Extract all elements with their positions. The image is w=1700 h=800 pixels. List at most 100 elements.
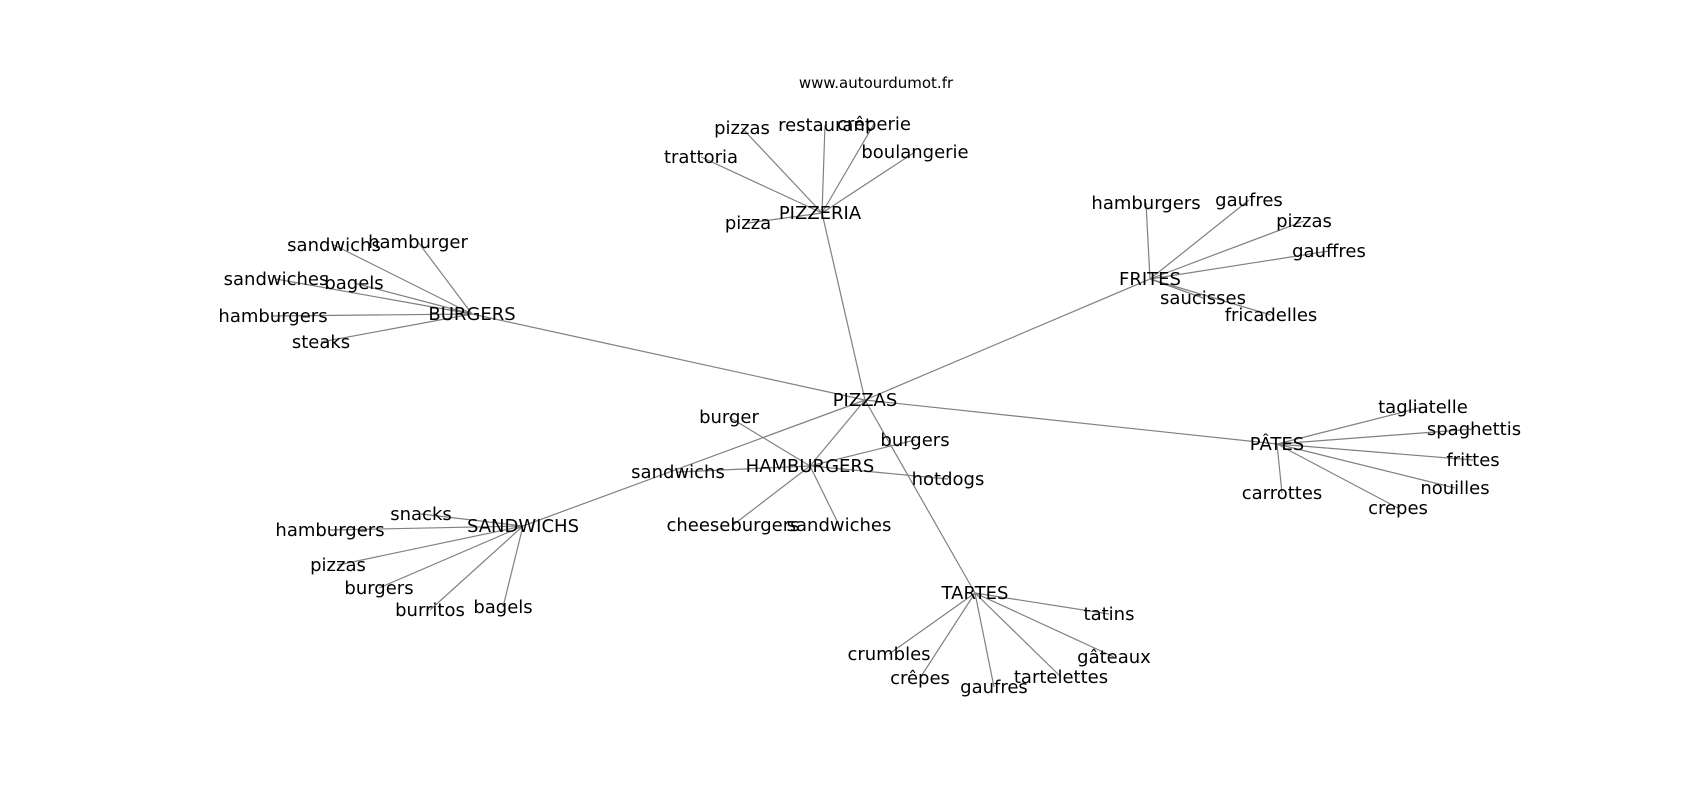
edge-pates-leaf	[1276, 428, 1475, 445]
hub-node-hamburgers: HAMBURGERS	[746, 456, 875, 477]
leaf-node-label: crumbles	[847, 644, 930, 665]
edge-sandwichs-leaf	[429, 525, 524, 611]
leaf-node-label: bagels	[324, 273, 383, 294]
edge-tartes-leaf	[974, 592, 1115, 658]
leaf-node-label: gâteaux	[1077, 647, 1151, 668]
edge-root-pizzeria	[821, 212, 866, 401]
edge-burgers-leaf	[353, 282, 473, 315]
edge-root-pates	[864, 399, 1278, 445]
leaf-node-label: pizzas	[714, 118, 770, 139]
edge-burgers-leaf	[417, 241, 473, 315]
leaf-node-label: fricadelles	[1225, 305, 1318, 326]
edge-root-sandwichs	[522, 399, 866, 527]
edge-tartes-leaf	[888, 592, 976, 655]
leaf-node-label: sandwichs	[287, 235, 381, 256]
leaf-node-label: hamburgers	[275, 520, 384, 541]
edge-burgers-leaf	[272, 313, 473, 317]
hub-node-sandwichs: SANDWICHS	[467, 516, 579, 537]
edge-tartes-leaf	[974, 592, 995, 688]
edge-hamburgers-leaf	[677, 465, 811, 473]
leaf-node-label: trattoria	[664, 147, 738, 168]
leaf-node-label: sandwiches	[224, 269, 329, 290]
edge-hamburgers-leaf	[728, 416, 811, 467]
leaf-node-label: tatins	[1084, 604, 1135, 625]
edge-frites-leaf	[1149, 250, 1330, 280]
leaf-node-label: tagliatelle	[1378, 397, 1468, 418]
edge-pizzeria-leaf	[741, 127, 823, 214]
hub-node-pates: PÂTES	[1250, 433, 1304, 455]
leaf-node-label: hamburger	[368, 232, 468, 253]
edge-hamburgers-leaf	[809, 439, 916, 467]
edge-root-hamburgers	[809, 399, 866, 467]
leaf-node-label: nouilles	[1420, 478, 1489, 499]
edge-frites-leaf	[1149, 278, 1272, 316]
leaf-node-label: hamburgers	[218, 306, 327, 327]
leaf-node-label: steaks	[292, 332, 350, 353]
leaf-node-label: pizzas	[1276, 211, 1332, 232]
edge-sandwichs-leaf	[337, 525, 524, 566]
leaf-node-label: sandwichs	[631, 462, 725, 483]
edge-root-frites	[864, 278, 1151, 401]
edge-tartes-leaf	[974, 592, 1062, 678]
leaf-node-label: sandwiches	[787, 515, 892, 536]
leaf-node-label: burgers	[880, 430, 949, 451]
hub-node-pizzeria: PIZZERIA	[779, 203, 862, 224]
leaf-node-label: snacks	[390, 504, 452, 525]
edge-pizzeria-leaf	[821, 124, 826, 214]
edge-frites-leaf	[1145, 202, 1151, 280]
graph-edges	[272, 123, 1475, 688]
edge-sandwichs-leaf	[420, 513, 524, 527]
edge-pizzeria-leaf	[747, 212, 823, 224]
leaf-node-label: gauffres	[1292, 241, 1366, 262]
root-node-label: PIZZAS	[833, 390, 898, 411]
edge-root-burgers	[471, 313, 866, 401]
edge-pates-leaf	[1276, 406, 1424, 445]
leaf-node-label: tartelettes	[1014, 667, 1108, 688]
leaf-node-label: burgers	[344, 578, 413, 599]
edge-pates-leaf	[1276, 443, 1474, 461]
leaf-node-label: cheeseburgers	[666, 515, 799, 536]
edge-sandwichs-leaf	[329, 525, 524, 531]
edge-sandwichs-leaf	[502, 525, 524, 608]
edge-burgers-leaf	[333, 244, 473, 315]
edge-burgers-leaf	[275, 278, 473, 315]
leaf-node-label: hamburgers	[1091, 193, 1200, 214]
edge-hamburgers-leaf	[809, 465, 949, 480]
site-label: www.autourdumot.fr	[799, 74, 954, 92]
leaf-node-label: frittes	[1446, 450, 1499, 471]
hub-node-burgers: BURGERS	[428, 304, 515, 325]
edge-tartes-leaf	[919, 592, 976, 679]
edge-pates-leaf	[1276, 443, 1399, 509]
leaf-node-label: boulangerie	[861, 142, 968, 163]
edge-tartes-leaf	[974, 592, 1110, 615]
leaf-node-label: bagels	[473, 597, 532, 618]
leaf-node-label: crêperie	[837, 114, 911, 135]
leaf-node-label: pizza	[725, 213, 771, 234]
edge-pizzeria-leaf	[700, 156, 823, 214]
edge-burgers-leaf	[320, 313, 473, 343]
edge-pates-leaf	[1276, 443, 1456, 489]
edge-pates-leaf	[1276, 443, 1283, 494]
edge-frites-leaf	[1149, 220, 1305, 280]
leaf-node-label: saucisses	[1160, 288, 1246, 309]
edge-hamburgers-leaf	[809, 465, 840, 526]
edge-frites-leaf	[1149, 199, 1250, 280]
leaf-node-label: gaufres	[1215, 190, 1283, 211]
leaf-node-label: crêpes	[890, 668, 950, 689]
leaf-node-label: burger	[699, 407, 759, 428]
leaf-node-label: carrottes	[1242, 483, 1323, 504]
leaf-node-label: spaghettis	[1427, 419, 1521, 440]
leaf-node-label: pizzas	[310, 555, 366, 576]
leaf-node-label: crepes	[1368, 498, 1428, 519]
leaf-node-label: burritos	[395, 600, 465, 621]
hub-node-frites: FRITES	[1119, 269, 1181, 290]
leaf-node-label: hotdogs	[912, 469, 985, 490]
edge-root-tartes	[864, 399, 976, 594]
edge-pizzeria-leaf	[821, 123, 875, 214]
hub-node-tartes: TARTES	[941, 583, 1009, 604]
edge-pizzeria-leaf	[821, 151, 916, 214]
leaf-node-label: gaufres	[960, 677, 1028, 698]
leaf-node-label: restaurant	[778, 115, 872, 136]
